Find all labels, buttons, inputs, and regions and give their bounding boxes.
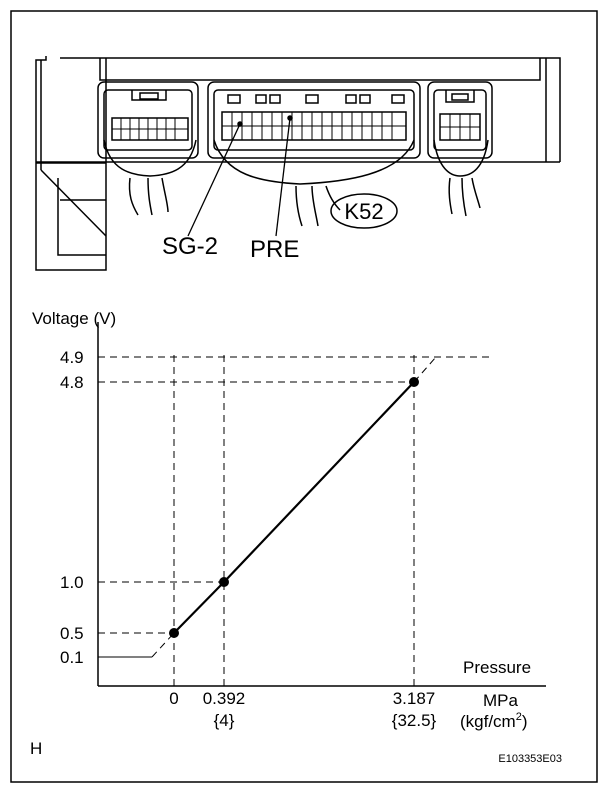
connector-right-latch [445, 90, 475, 103]
y-tick-label: 1.0 [60, 573, 84, 592]
voltage-pressure-chart: Voltage (V) Pressure MPa (kgf/cm2) 4.94.… [32, 309, 546, 731]
data-point [219, 577, 229, 587]
x-unit-alt-superscript: 2 [516, 711, 522, 723]
series-segment [151, 632, 175, 658]
data-point [169, 628, 179, 638]
x-tick-sublabel: {32.5} [392, 711, 437, 730]
sg2-label: SG-2 [162, 233, 218, 260]
x-unit-alt-base: (kgf/cm [460, 712, 516, 731]
series-segment [173, 581, 225, 634]
pre-label: PRE [250, 236, 299, 263]
x-axis-label: Pressure [463, 658, 531, 677]
connector-right-lock [451, 93, 469, 101]
corner-letter: H [30, 739, 42, 758]
figure-code: E103353E03 [498, 753, 562, 765]
x-axis-unit: MPa [483, 691, 519, 710]
chart-points [169, 377, 419, 638]
connector-right-face [433, 89, 487, 151]
connector-left-lock [139, 92, 159, 100]
x-unit-alt-close: ) [522, 712, 528, 731]
y-tick-label: 4.9 [60, 348, 84, 367]
connector-right-pin-grid [440, 114, 480, 140]
pre-leader-line [275, 117, 291, 237]
connector-middle-key-7 [391, 94, 405, 104]
connector-middle-pin-grid [222, 112, 406, 140]
connector-middle-key-2 [255, 94, 267, 104]
guide-lines [98, 350, 490, 686]
connector-left-pin-grid [112, 118, 188, 140]
ecu-connector-recess [99, 58, 541, 81]
ecu-housing-left [35, 56, 107, 271]
sg2-leader-line [187, 123, 241, 237]
wire-bundle-right-wires [448, 177, 481, 217]
x-tick-label: 0.392 [203, 689, 246, 708]
wire-bundle-middle-wires [295, 185, 341, 227]
chart-series [104, 356, 437, 658]
x-tick-label: 0 [169, 689, 178, 708]
data-point [409, 377, 419, 387]
connector-middle-key-4 [305, 94, 319, 104]
x-tick-label: 3.187 [393, 689, 436, 708]
connector-middle-key-3 [269, 94, 281, 104]
wire-bundle-left-top [103, 139, 197, 177]
ecu-housing-bracket [40, 169, 107, 237]
k52-callout-ellipse [330, 193, 398, 229]
connector-middle-body [207, 81, 421, 159]
x-axis-unit-alt: (kgf/cm2) [460, 711, 528, 731]
pre-pin-dot [287, 115, 293, 121]
series-segment [223, 381, 415, 583]
connector-middle-key-1 [227, 94, 241, 104]
connector-left-body [97, 81, 199, 159]
y-tick-label: 4.8 [60, 373, 84, 392]
ecu-bracket-plate [57, 178, 106, 256]
x-tick-labels: 0 0.392 {4} 3.187 {32.5} [169, 689, 436, 730]
wire-bundle-right-top [433, 139, 489, 177]
outer-border [10, 10, 598, 783]
sg2-pin-dot [237, 121, 243, 127]
k52-label: K52 [344, 199, 383, 224]
ecu-connector-illustration [35, 56, 561, 271]
y-tick-label: 0.5 [60, 624, 84, 643]
connector-middle-key-6 [359, 94, 371, 104]
wire-bundle-left-wires [128, 177, 169, 216]
x-tick-sublabel: {4} [214, 711, 235, 730]
connector-middle-face [213, 89, 415, 151]
connector-middle-key-5 [345, 94, 357, 104]
series-segment [413, 356, 437, 383]
y-axis-label: Voltage (V) [32, 309, 116, 328]
y-tick-label: 0.1 [60, 648, 84, 667]
wire-bundle-middle-top [213, 139, 415, 185]
connector-right-body [427, 81, 493, 159]
connector-left-face [103, 89, 193, 151]
y-tick-labels: 4.9 4.8 1.0 0.5 0.1 [60, 348, 84, 667]
ecu-top-body [60, 57, 561, 162]
connector-left-latch [131, 90, 167, 101]
